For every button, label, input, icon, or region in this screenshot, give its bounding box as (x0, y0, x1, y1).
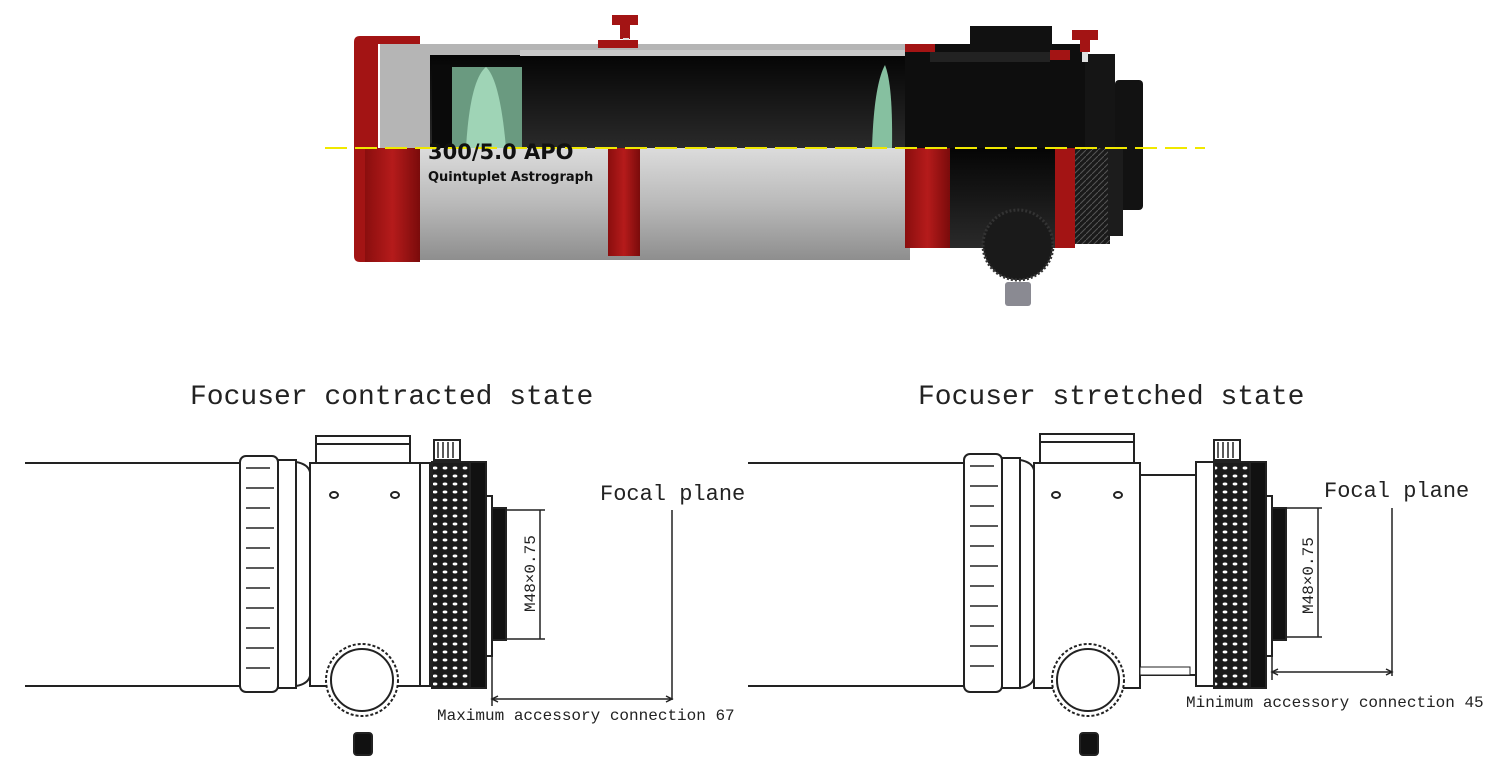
field-lens (872, 65, 893, 148)
stretched-dimensions (1270, 507, 1394, 680)
objective-lens (452, 67, 522, 148)
contracted-dimensions (490, 509, 674, 706)
tube-ring (608, 148, 640, 256)
stretched-thread-label: M48×0.75 (1300, 537, 1318, 614)
stretched-focal-plane-label: Focal plane (1324, 479, 1470, 504)
contracted-title: Focuser contracted state (190, 382, 594, 413)
focuser-body (905, 26, 1143, 248)
stretched-title: Focuser stretched state (918, 382, 1305, 413)
stretched-drawing (748, 433, 1287, 756)
telescope-model-label: 300/5.0 APO (428, 140, 574, 164)
stretched-dimension-label: Minimum accessory connection 45 (1186, 694, 1484, 712)
contracted-thread-label: M48×0.75 (522, 535, 540, 612)
serrated-ring-teeth (246, 467, 274, 669)
top-lock-knob (598, 15, 638, 48)
focus-knob (981, 208, 1055, 306)
contracted-dimension-label: Maximum accessory connection 67 (437, 707, 735, 725)
contracted-drawing (25, 435, 507, 756)
contracted-focal-plane-label: Focal plane (600, 482, 746, 507)
telescope-subtitle-label: Quintuplet Astrograph (428, 170, 594, 185)
rear-lock-knob (1072, 30, 1098, 62)
